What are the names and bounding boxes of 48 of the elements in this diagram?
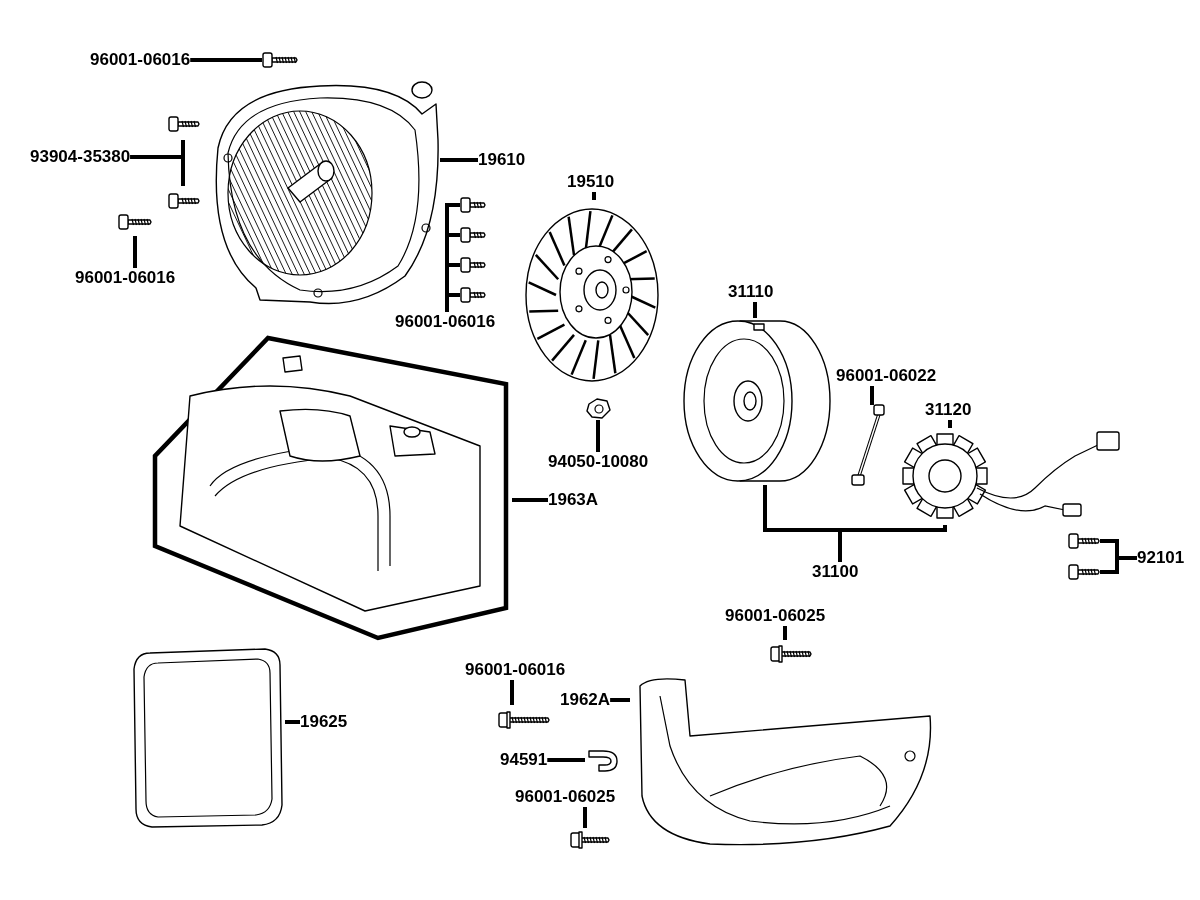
- leader-line: [285, 720, 300, 724]
- part-number: 31110: [728, 282, 774, 302]
- screw-drawing: [1068, 532, 1100, 550]
- screw-drawing: [460, 225, 486, 245]
- part-number: 94050-10080: [548, 452, 649, 472]
- leader-line: [783, 626, 787, 640]
- leader-line: [592, 192, 596, 200]
- leader-line: [948, 420, 952, 428]
- flywheel-drawing: [680, 318, 830, 485]
- part-number: 94591: [500, 750, 548, 770]
- leader-line: [130, 155, 185, 186]
- part-number: 19610: [478, 150, 526, 170]
- part-number: 31100: [812, 562, 859, 582]
- nut-drawing: [585, 398, 612, 420]
- screw-drawing: [460, 285, 486, 305]
- leader-line: [583, 807, 587, 828]
- leader-line: [445, 293, 460, 312]
- part-number: 1962A: [560, 690, 611, 710]
- leader-line: [753, 302, 757, 318]
- part-number: 96001-06016: [90, 50, 191, 70]
- gasket-drawing: [130, 645, 285, 830]
- leader-line: [190, 58, 262, 62]
- part-number: 96001-06025: [725, 606, 826, 626]
- part-number: 93904-35380: [30, 147, 131, 167]
- part-number: 19625: [300, 712, 348, 732]
- leader-line: [610, 698, 630, 702]
- bolt-drawing: [570, 828, 610, 852]
- part-number: 96001-06025: [515, 787, 616, 807]
- leader-line: [547, 758, 585, 762]
- part-number: 96001-06016: [465, 660, 566, 680]
- screw-drawing: [850, 405, 885, 487]
- screw-drawing: [1068, 563, 1100, 581]
- leader-line: [510, 680, 514, 705]
- screw-drawing: [460, 255, 486, 275]
- screw-drawing: [460, 195, 486, 215]
- part-number: 31120: [925, 400, 972, 420]
- leader-line: [512, 498, 548, 502]
- leader-line: [596, 420, 600, 452]
- leader-line: [1100, 556, 1137, 574]
- leader-line: [440, 158, 478, 162]
- part-number: 19510: [567, 172, 615, 192]
- part-number: 96001-06022: [836, 366, 937, 386]
- leader-line: [870, 386, 874, 405]
- part-number: 96001-06016: [395, 312, 496, 332]
- leader-line: [133, 236, 137, 268]
- part-number: 96001-06016: [75, 268, 176, 288]
- part-number: 1963A: [548, 490, 599, 510]
- part-number: 92101: [1137, 548, 1185, 568]
